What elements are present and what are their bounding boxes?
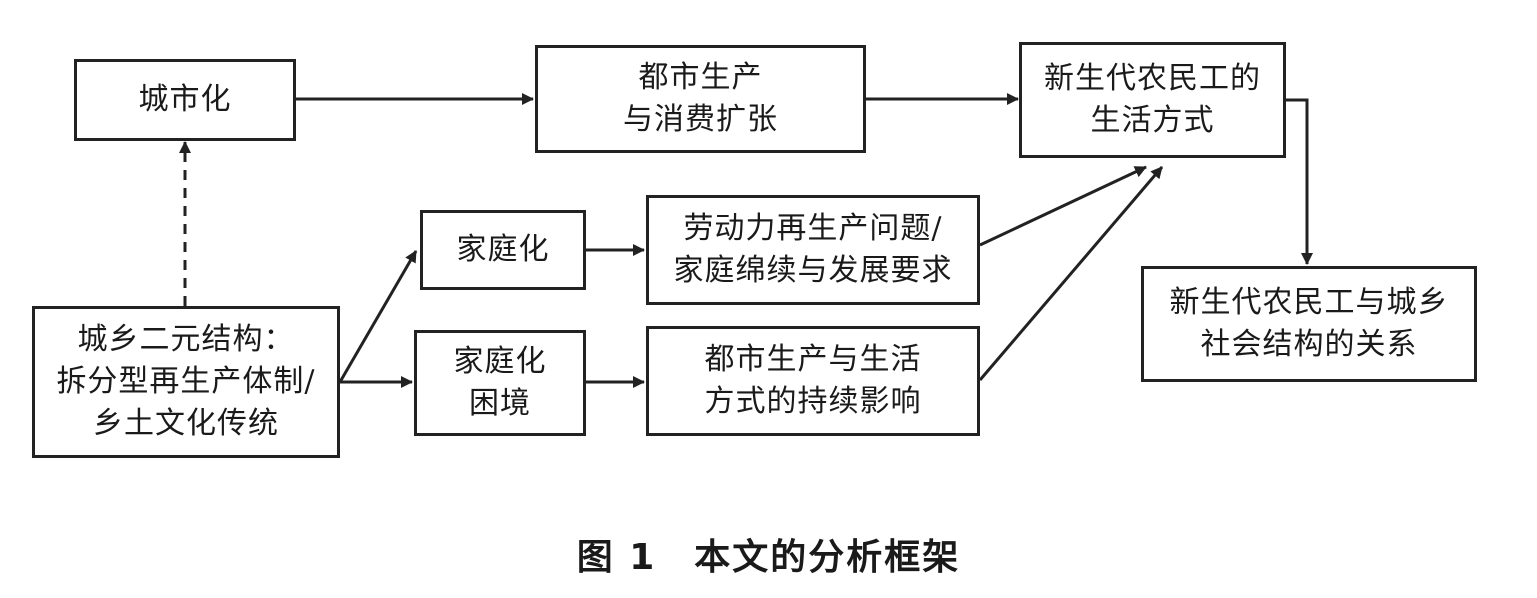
- arrow-labor-to-lifestyle: [979, 165, 1147, 247]
- node-label: 生活方式: [1090, 103, 1215, 138]
- node-urban-production-expansion: 都市生产 与消费扩张: [535, 45, 866, 153]
- node-label: 城市化: [138, 82, 232, 117]
- node-label: 方式的持续影响: [704, 384, 922, 419]
- figure-caption: 图 1 本文的分析框架: [576, 537, 961, 578]
- node-label: 城乡二元结构：: [77, 322, 295, 357]
- node-label: 拆分型再生产体制/: [56, 364, 316, 399]
- arrow-lifestyle-to-relation: [1286, 98, 1313, 265]
- node-label: 家庭绵续与发展要求: [673, 253, 953, 288]
- node-sustained-urban-influence: 都市生产与生活 方式的持续影响: [646, 326, 980, 436]
- arrow-influence-to-lifestyle: [978, 166, 1164, 381]
- node-relation-to-social-structure: 新生代农民工与城乡 社会结构的关系: [1141, 266, 1477, 382]
- node-labor-reproduction-problem: 劳动力再生产问题/ 家庭绵续与发展要求: [646, 195, 980, 305]
- node-label: 家庭化: [456, 232, 550, 267]
- node-familization-dilemma: 家庭化 困境: [414, 330, 586, 436]
- node-label: 新生代农民工与城乡: [1169, 285, 1449, 320]
- node-label: 新生代农民工的: [1044, 61, 1261, 96]
- node-urbanization: 城市化: [74, 59, 296, 141]
- node-familization: 家庭化: [420, 210, 586, 290]
- node-label: 劳动力再生产问题/: [683, 211, 943, 246]
- node-urban-rural-dual-structure: 城乡二元结构： 拆分型再生产体制/ 乡土文化传统: [32, 306, 340, 458]
- node-label: 都市生产与生活: [704, 342, 922, 377]
- node-label: 社会结构的关系: [1200, 327, 1418, 362]
- node-label: 都市生产: [638, 60, 763, 95]
- node-label: 家庭化: [453, 344, 547, 379]
- node-label: 乡土文化传统: [93, 406, 279, 441]
- arrow-dual-structure-to-familization: [338, 250, 418, 383]
- node-label: 困境: [469, 386, 531, 421]
- node-label: 与消费扩张: [623, 102, 778, 137]
- node-new-generation-lifestyle: 新生代农民工的 生活方式: [1019, 42, 1286, 158]
